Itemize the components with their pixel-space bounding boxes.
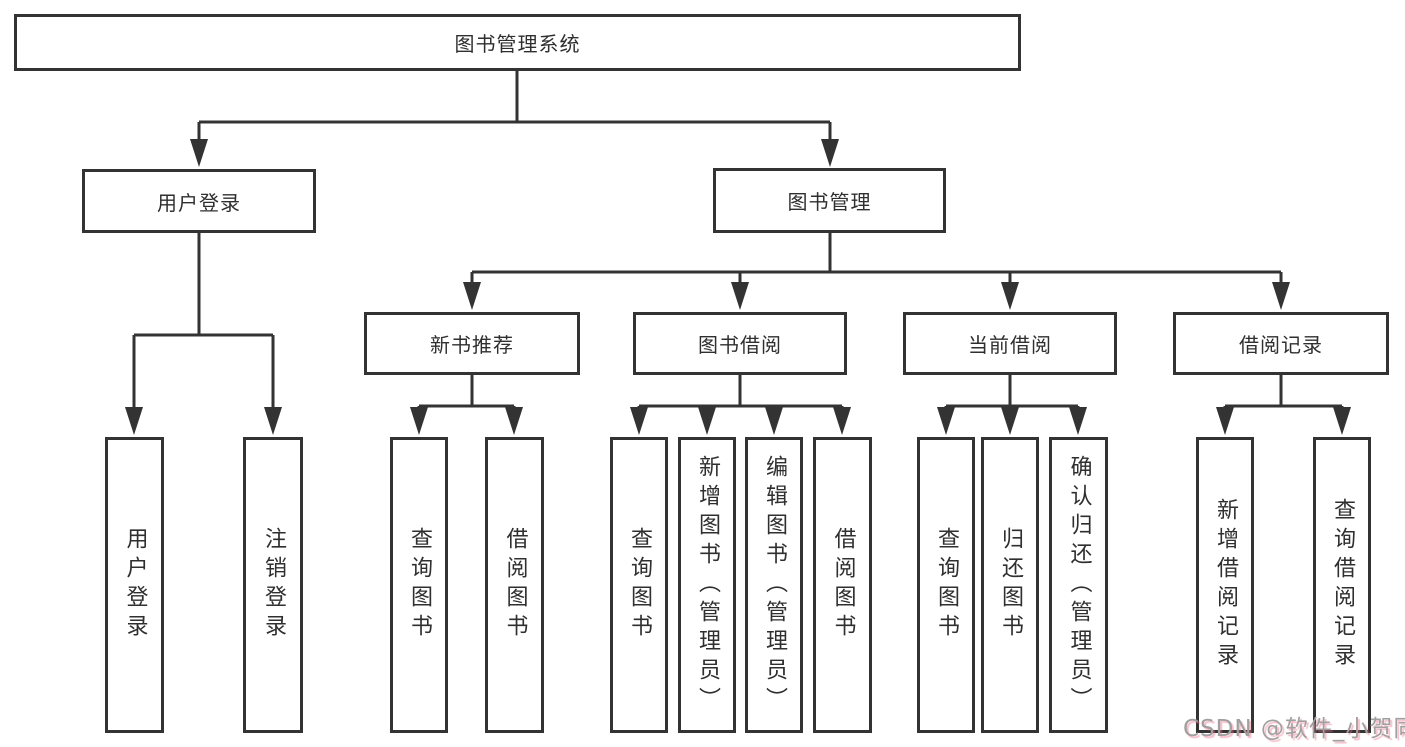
node-borrowing-records: 借阅记录 — [1173, 312, 1389, 375]
node-user-login: 用户登录 — [82, 169, 316, 233]
leaf-return-books: 归还图书 — [981, 437, 1039, 733]
leaf-query-books-current: 查询图书 — [917, 437, 975, 733]
leaf-logout: 注销登录 — [243, 437, 303, 733]
leaf-query-books-borrowing: 查询图书 — [610, 437, 668, 733]
leaf-add-borrow-record: 新增借阅记录 — [1196, 437, 1254, 733]
csdn-watermark: CSDN @软件_小贺同学 — [1183, 716, 1405, 742]
node-book-management: 图书管理 — [713, 168, 946, 233]
arrowheads — [125, 139, 1351, 435]
leaf-user-login: 用户登录 — [105, 437, 164, 733]
node-current-borrowing: 当前借阅 — [903, 312, 1117, 375]
node-new-book-recommend: 新书推荐 — [364, 312, 580, 375]
leaf-borrow-books-borrowing: 借阅图书 — [813, 437, 872, 733]
leaf-borrow-books-recommend: 借阅图书 — [485, 437, 544, 733]
leaf-confirm-return-admin: 确认归还（管理员） — [1049, 437, 1108, 733]
leaf-query-books-recommend: 查询图书 — [390, 437, 448, 733]
leaf-query-borrow-record: 查询借阅记录 — [1313, 437, 1371, 733]
leaf-edit-book-admin: 编辑图书（管理员） — [745, 437, 803, 733]
node-library-system: 图书管理系统 — [14, 14, 1021, 71]
leaf-add-book-admin: 新增图书（管理员） — [678, 437, 736, 733]
node-book-borrowing: 图书借阅 — [633, 312, 847, 375]
connector-paths — [132, 71, 1344, 410]
